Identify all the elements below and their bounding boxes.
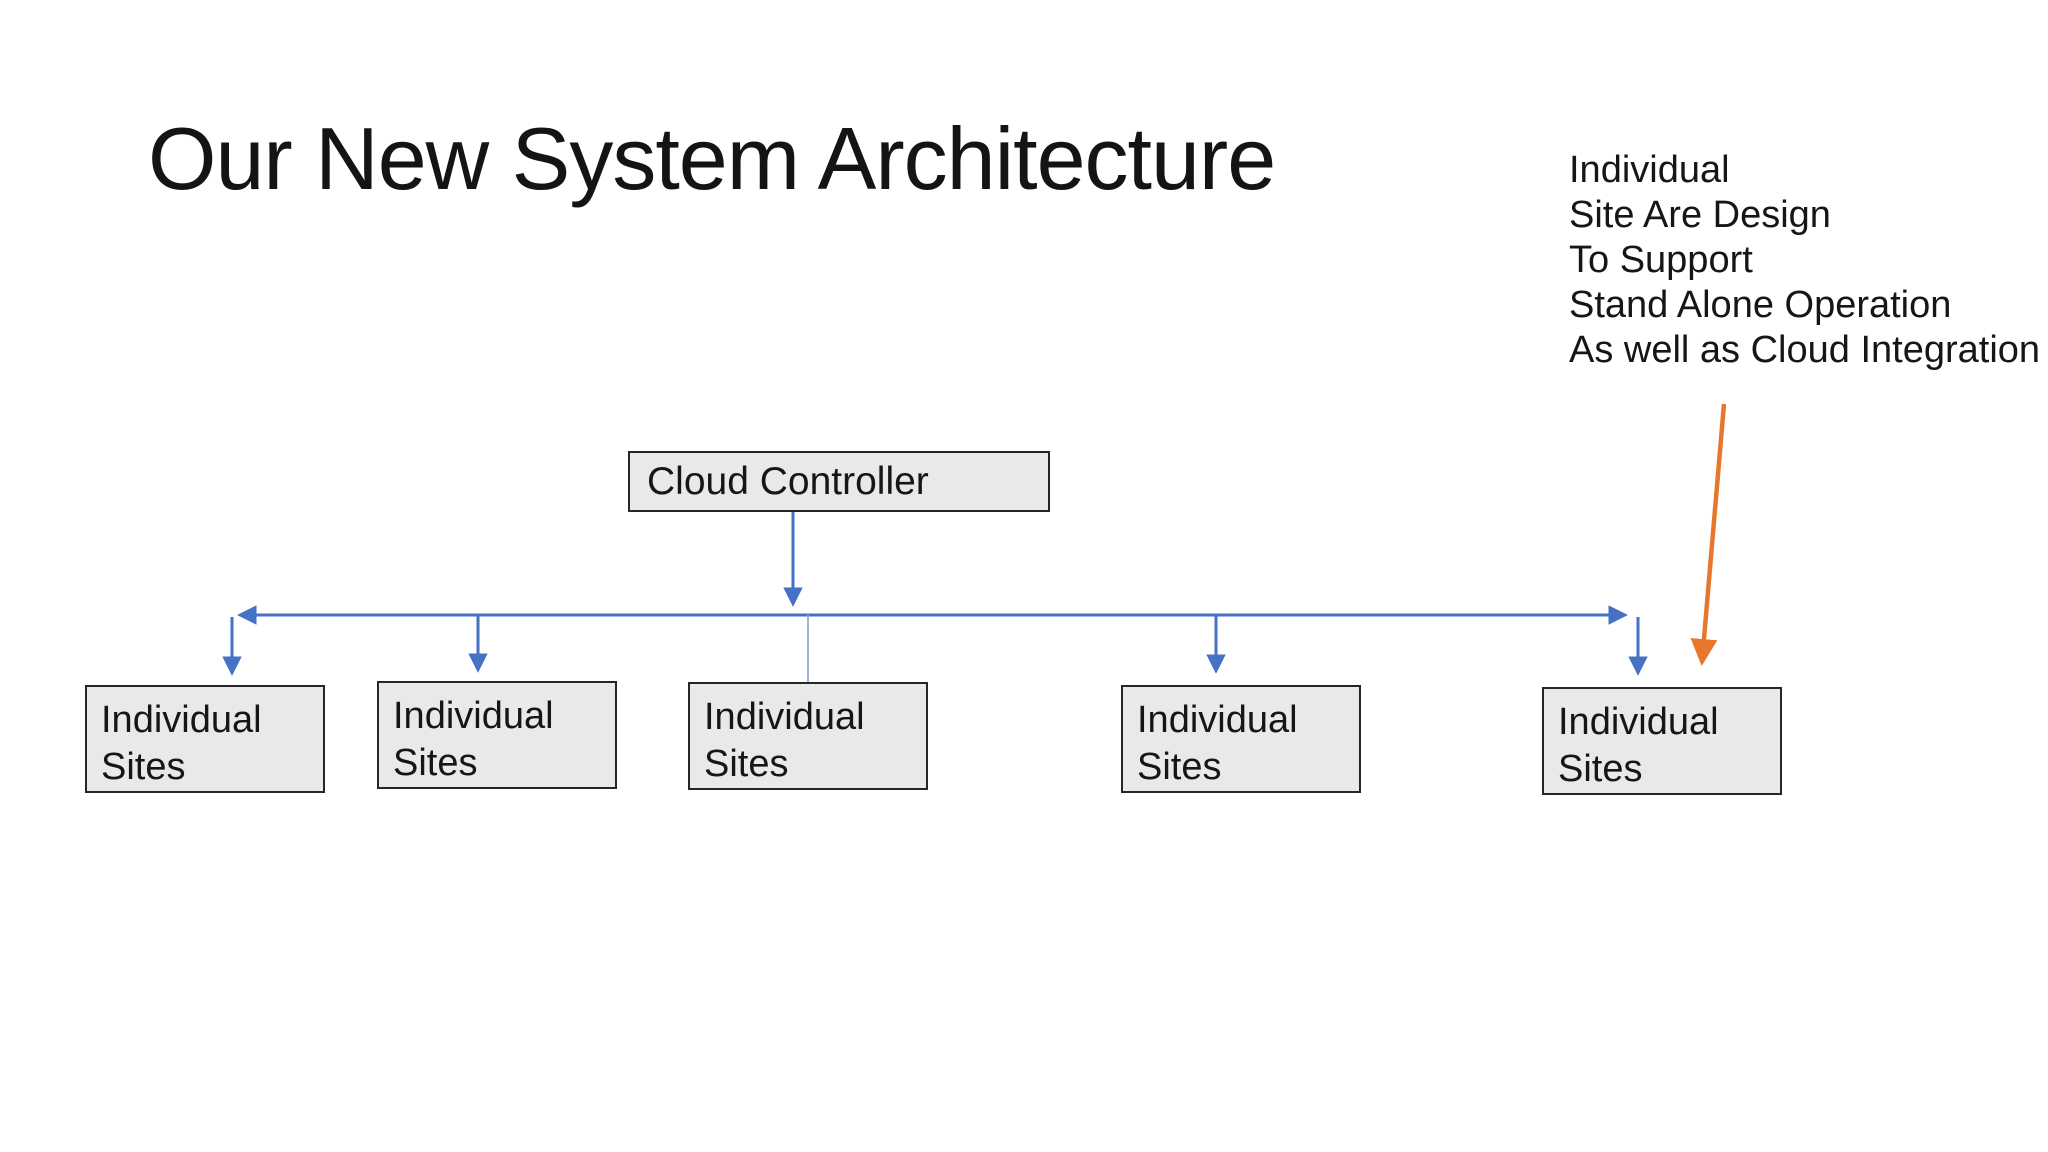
node-label: Individual Sites <box>1558 701 1719 790</box>
node-label: Individual Sites <box>1137 699 1298 788</box>
node-label: Individual Sites <box>704 696 865 785</box>
node-individual-sites-3: Individual Sites <box>688 682 928 790</box>
node-label: Individual Sites <box>393 695 554 784</box>
annotation-line: Stand Alone Operation <box>1569 284 1952 326</box>
node-individual-sites-1: Individual Sites <box>85 685 325 793</box>
node-individual-sites-5: Individual Sites <box>1542 687 1782 795</box>
annotation-line: To Support <box>1569 239 1753 281</box>
callout-arrow <box>1690 403 1727 667</box>
callout-annotation: Individual Site Are Design To Support St… <box>1569 148 2040 373</box>
annotation-line: As well as Cloud Integration <box>1569 329 2041 371</box>
node-cloud-controller: Cloud Controller <box>628 451 1050 512</box>
annotation-line: Site Are Design <box>1569 194 1831 236</box>
slide-title: Our New System Architecture <box>148 109 1276 208</box>
node-individual-sites-4: Individual Sites <box>1121 685 1361 793</box>
annotation-line: Individual <box>1569 149 1730 191</box>
node-label: Cloud Controller <box>647 459 929 503</box>
node-label: Individual Sites <box>101 699 262 788</box>
node-individual-sites-2: Individual Sites <box>377 681 617 789</box>
